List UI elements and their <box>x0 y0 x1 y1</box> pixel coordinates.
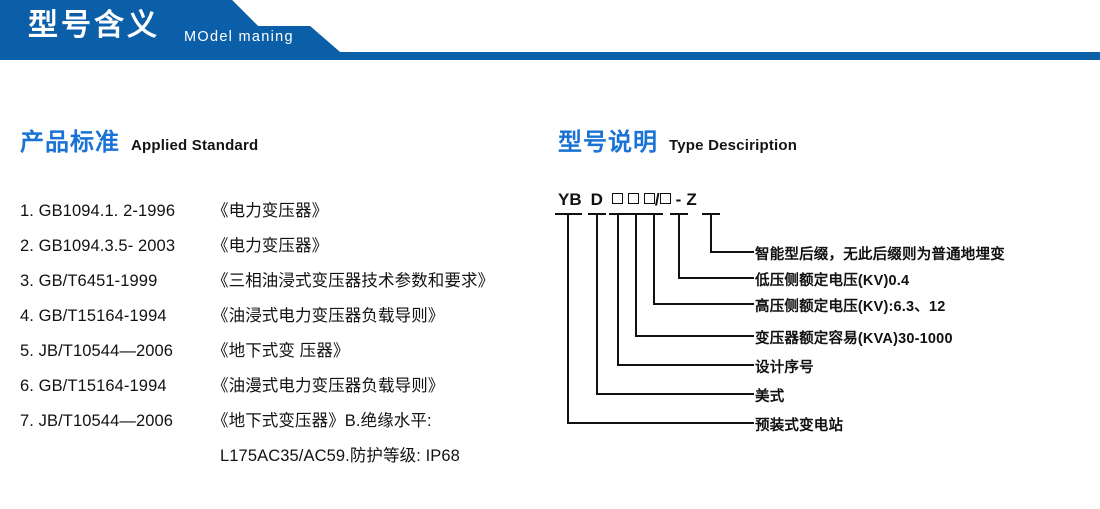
standard-code: 5. JB/T10544—2006 <box>20 342 174 360</box>
code-box-4 <box>659 193 671 204</box>
standard-name: 《电力变压器》 <box>212 202 329 220</box>
standard-code: 6. GB/T15164-1994 <box>20 377 167 395</box>
type-label-prefab-substation: 预装式变电站 <box>755 418 844 434</box>
list-item: 6. GB/T15164-1994 《油漫式电力变压器负载导则》 <box>20 372 540 407</box>
code-box-1 <box>611 193 623 204</box>
banner-shape <box>0 0 1100 60</box>
code-part-z: Z <box>686 190 697 209</box>
type-label-lv-voltage: 低压侧额定电压(KV)0.4 <box>755 273 910 289</box>
standard-code: 2. GB1094.3.5- 2003 <box>20 237 176 255</box>
list-item: 3. GB/T6451-1999 《三相油浸式变压器技术参数和要求》 <box>20 267 540 302</box>
code-part-yb: YB <box>558 190 582 209</box>
type-code-string: YB D /-Z <box>558 190 697 210</box>
code-box-3 <box>643 193 655 204</box>
page-banner: 型号含义 MOdel maning <box>0 0 1100 60</box>
list-item: 7. JB/T10544—2006 《地下式变压器》B.绝缘水平: <box>20 407 540 442</box>
code-box-2 <box>627 193 639 204</box>
standard-name: 《油浸式电力变压器负载导则》 <box>212 307 445 325</box>
type-label-suffix: 智能型后缀，无此后缀则为普通地埋变 <box>755 247 1005 263</box>
list-item: 2. GB1094.3.5- 2003 《电力变压器》 <box>20 232 540 267</box>
section-heading-en: Applied Standard <box>131 137 259 154</box>
type-label-rated-capacity: 变压器额定容易(KVA)30-1000 <box>755 331 953 347</box>
list-item: 5. JB/T10544—2006 《地下式变 压器》 <box>20 337 540 372</box>
section-heading-cn: 产品标准 <box>20 129 120 156</box>
section-heading-cn: 型号说明 <box>558 129 658 156</box>
section-heading-en: Type Desciription <box>669 137 798 154</box>
section-heading-applied-standard: 产品标准 Applied Standard <box>20 122 258 157</box>
list-item: 4. GB/T15164-1994 《油浸式电力变压器负载导则》 <box>20 302 540 337</box>
banner-title-cn: 型号含义 <box>28 9 160 42</box>
list-item: 1. GB1094.1. 2-1996 《电力变压器》 <box>20 197 540 232</box>
standard-name: 《地下式变 压器》 <box>212 342 350 360</box>
type-label-hv-voltage: 高压侧额定电压(KV):6.3、12 <box>755 299 946 315</box>
standard-code: 1. GB1094.1. 2-1996 <box>20 202 176 220</box>
standard-code: 4. GB/T15164-1994 <box>20 307 167 325</box>
standard-name: 《地下式变压器》B.绝缘水平: <box>212 412 432 430</box>
standard-name: 《电力变压器》 <box>212 237 329 255</box>
leader-lines <box>555 213 754 424</box>
list-item-continuation: L175AC35/AC59.防护等级: IP68 <box>20 442 540 479</box>
standards-list: 1. GB1094.1. 2-1996 《电力变压器》 2. GB1094.3.… <box>20 197 540 479</box>
section-heading-type-description: 型号说明 Type Desciription <box>558 122 797 157</box>
type-label-design-serial: 设计序号 <box>755 360 814 376</box>
code-slash: / <box>654 190 660 209</box>
standard-code: 3. GB/T6451-1999 <box>20 272 158 290</box>
type-label-american-style: 美式 <box>755 389 785 405</box>
type-code-diagram: YB D /-Z <box>548 190 1093 450</box>
banner-title-en: MOdel maning <box>184 29 294 45</box>
code-part-d: D <box>590 190 603 209</box>
standard-code: 7. JB/T10544—2006 <box>20 412 174 430</box>
standard-name: L175AC35/AC59.防护等级: IP68 <box>220 447 460 465</box>
standard-name: 《三相油浸式变压器技术参数和要求》 <box>212 272 495 290</box>
code-dash: - <box>675 190 682 209</box>
standard-name: 《油漫式电力变压器负载导则》 <box>212 377 445 395</box>
